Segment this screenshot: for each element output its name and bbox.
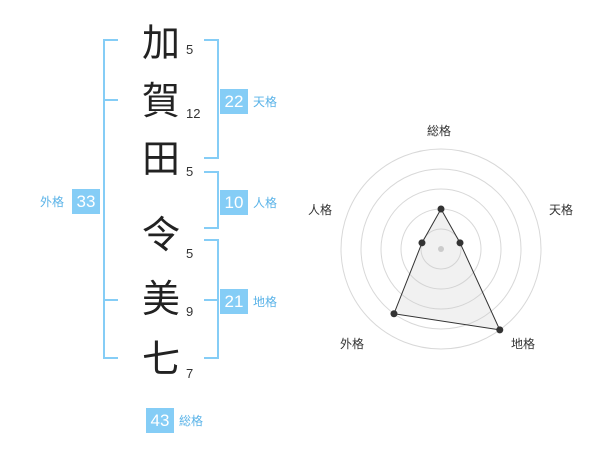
gaikaku-value: 33	[72, 189, 100, 214]
stroke-count-6: 7	[186, 366, 194, 381]
radar-point-4	[390, 310, 398, 318]
tenkaku-bracket	[204, 39, 219, 159]
gaikaku-bracket	[103, 39, 118, 359]
name-char-3: 田	[141, 137, 180, 181]
jinkaku-value: 10	[220, 190, 248, 215]
radar-point-3	[496, 326, 504, 334]
radar-axis-label-soukaku: 総格	[427, 124, 452, 138]
name-char-1: 加	[141, 21, 180, 65]
chikaku-value: 21	[220, 289, 248, 314]
radar-point-2	[456, 239, 464, 247]
tenkaku-label: 天格	[253, 95, 278, 109]
radar-axis-label-jinkaku: 人格	[308, 203, 333, 217]
stroke-count-5: 9	[186, 304, 194, 319]
name-char-4: 令	[141, 213, 180, 257]
soukaku-label: 総格	[179, 414, 204, 428]
stroke-count-3: 5	[186, 164, 194, 179]
radar-axis-label-tenkaku: 天格	[549, 203, 574, 217]
tenkaku-value: 22	[220, 89, 248, 114]
name-char-6: 七	[141, 337, 180, 381]
radar-series-polygon	[393, 207, 501, 331]
radar-center-dot	[438, 246, 444, 252]
jinkaku-bracket	[204, 171, 219, 229]
stroke-count-2: 12	[186, 106, 201, 121]
chikaku-label: 地格	[253, 295, 278, 309]
radar-axis-label-gaikaku: 外格	[340, 337, 365, 351]
gaikaku-label: 外格	[40, 195, 65, 209]
soukaku-value: 43	[146, 408, 174, 433]
name-char-2: 賀	[141, 79, 180, 123]
jinkaku-label: 人格	[253, 196, 278, 210]
radar-grid-ring	[340, 148, 542, 350]
stroke-count-1: 5	[186, 42, 194, 57]
radar-point-1	[437, 205, 445, 213]
radar-grid-ring	[380, 188, 502, 310]
radar-grid-ring	[420, 228, 462, 270]
radar-point-5	[418, 239, 426, 247]
radar-axis-label-chikaku: 地格	[511, 337, 536, 351]
name-char-5: 美	[141, 277, 180, 321]
stroke-count-4: 5	[186, 246, 194, 261]
radar-grid-ring	[360, 168, 522, 330]
